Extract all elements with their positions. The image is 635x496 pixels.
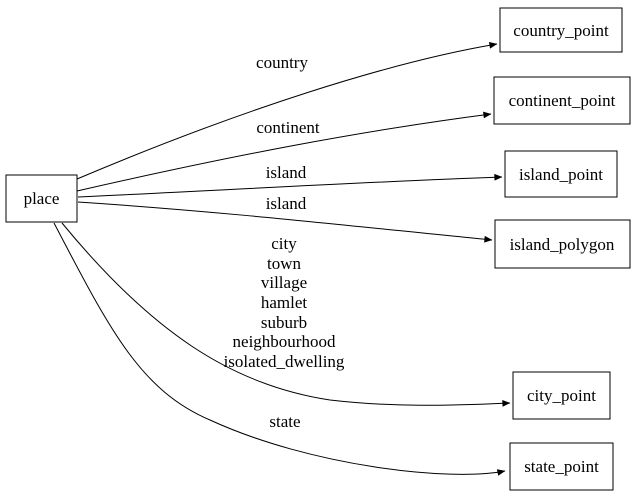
node-city_point-label: city_point <box>527 386 596 405</box>
edge-label-state: state <box>269 412 300 431</box>
edge-label-isolated-dwelling: isolated_dwelling <box>224 352 345 371</box>
node-place-box <box>5 174 78 223</box>
node-place: place <box>5 174 78 223</box>
edges-group <box>53 41 511 476</box>
node-continent_point: continent_point <box>493 76 631 125</box>
node-place-label: place <box>24 189 60 208</box>
node-island_point-box <box>504 150 618 198</box>
edge-place-city_point <box>61 222 511 407</box>
edge-label-island-1: island <box>266 163 307 182</box>
edge-labels-group: country continent island island city tow… <box>224 53 345 431</box>
edge-place-island_point <box>77 173 503 198</box>
node-country_point-label: country_point <box>513 21 609 40</box>
edge-label-island-2: island <box>266 194 307 213</box>
edge-place-continent_point <box>76 111 492 192</box>
edge-label-neighbourhood: neighbourhood <box>233 332 336 351</box>
edge-label-country: country <box>256 53 308 72</box>
node-state_point-box <box>509 442 614 491</box>
node-island_polygon: island_polygon <box>494 219 631 269</box>
edge-label-village: village <box>261 273 307 292</box>
nodes-group: place country_point continent_point isla… <box>5 7 631 491</box>
node-continent_point-box <box>493 76 631 125</box>
edge-label-city: city <box>271 234 297 253</box>
node-state_point: state_point <box>509 442 614 491</box>
edge-label-hamlet: hamlet <box>261 293 308 312</box>
node-island_point-label: island_point <box>519 165 603 184</box>
edge-label-suburb: suburb <box>261 313 307 332</box>
edge-label-continent: continent <box>256 118 320 137</box>
edge-place-country_point <box>76 41 498 180</box>
node-continent_point-label: continent_point <box>509 91 616 110</box>
edge-label-town: town <box>267 254 302 273</box>
node-city_point-box <box>512 371 611 420</box>
node-country_point: country_point <box>499 7 623 53</box>
node-island_point: island_point <box>504 150 618 198</box>
edge-place-island_polygon <box>77 201 493 243</box>
node-island_polygon-label: island_polygon <box>510 235 615 254</box>
node-state_point-label: state_point <box>524 457 599 476</box>
node-island_polygon-box <box>494 219 631 269</box>
node-city_point: city_point <box>512 371 611 420</box>
edge-place-state_point <box>53 222 506 476</box>
node-country_point-box <box>499 7 623 53</box>
